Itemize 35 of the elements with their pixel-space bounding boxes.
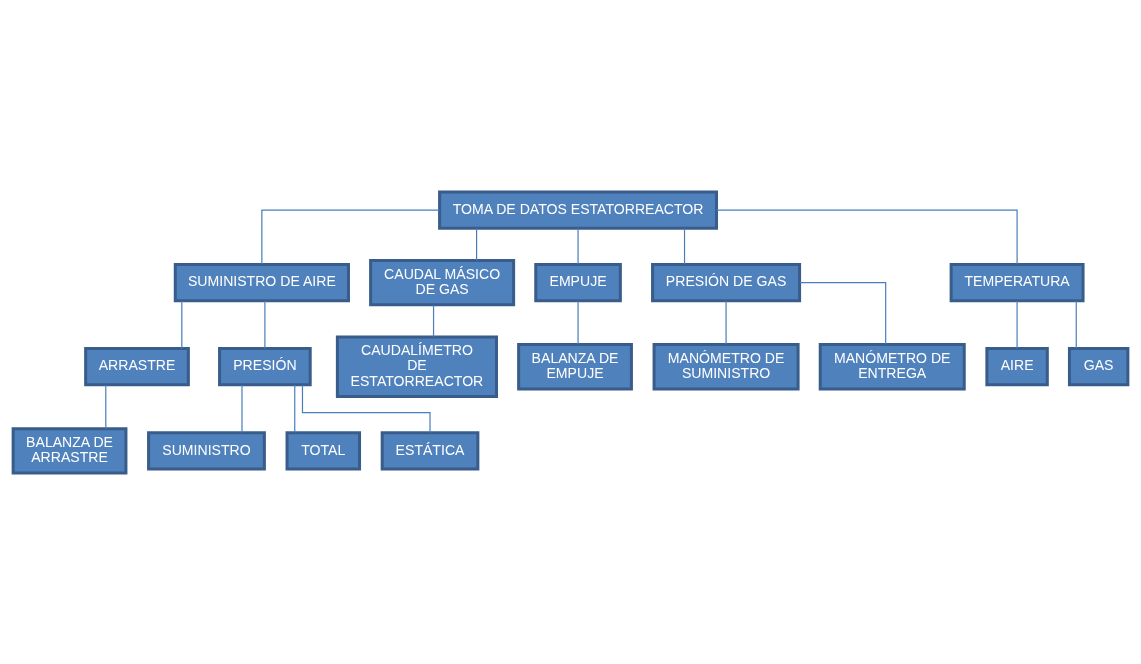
node-box: GAS [1067,346,1130,386]
connector [716,209,1018,265]
connector [1075,299,1077,349]
node-box: SUMINISTRO [147,430,266,470]
node-box: CAUDAL MÁSICO DE GAS [369,258,516,306]
connector [799,281,887,345]
node-box: CAUDALÍMETRO DE ESTATORREACTOR [335,335,498,398]
connector [105,383,107,429]
connector [577,227,579,265]
node-box: TEMPERATURA [949,262,1085,302]
node-box: SUMINISTRO DE AIRE [173,262,350,302]
connector [432,304,435,337]
node-box: MANÓMETRO DE SUMINISTRO [652,342,800,390]
connector [261,209,440,265]
node-box: PRESIÓN [218,346,312,386]
node-box: ESTÁTICA [380,430,480,470]
node-box: PRESIÓN DE GAS [651,262,802,302]
node-box: TOTAL [285,430,362,470]
connector [241,383,243,433]
connector [1016,299,1018,349]
node-box: BALANZA DE EMPUJE [517,342,633,390]
node-box: AIRE [985,346,1049,386]
connector [476,227,478,261]
node-box: BALANZA DE ARRASTRE [11,426,128,474]
node-box: ARRASTRE [84,346,190,386]
node-box: EMPUJE [534,262,622,302]
connector [301,384,431,433]
node-box: TOMA DE DATOS ESTATORREACTOR [438,190,718,230]
connector [683,227,686,265]
connector [181,299,183,349]
connector [294,383,296,433]
node-box: MANÓMETRO DE ENTREGA [818,342,966,390]
connector [577,299,579,345]
connector [725,299,727,345]
connector [264,299,266,349]
